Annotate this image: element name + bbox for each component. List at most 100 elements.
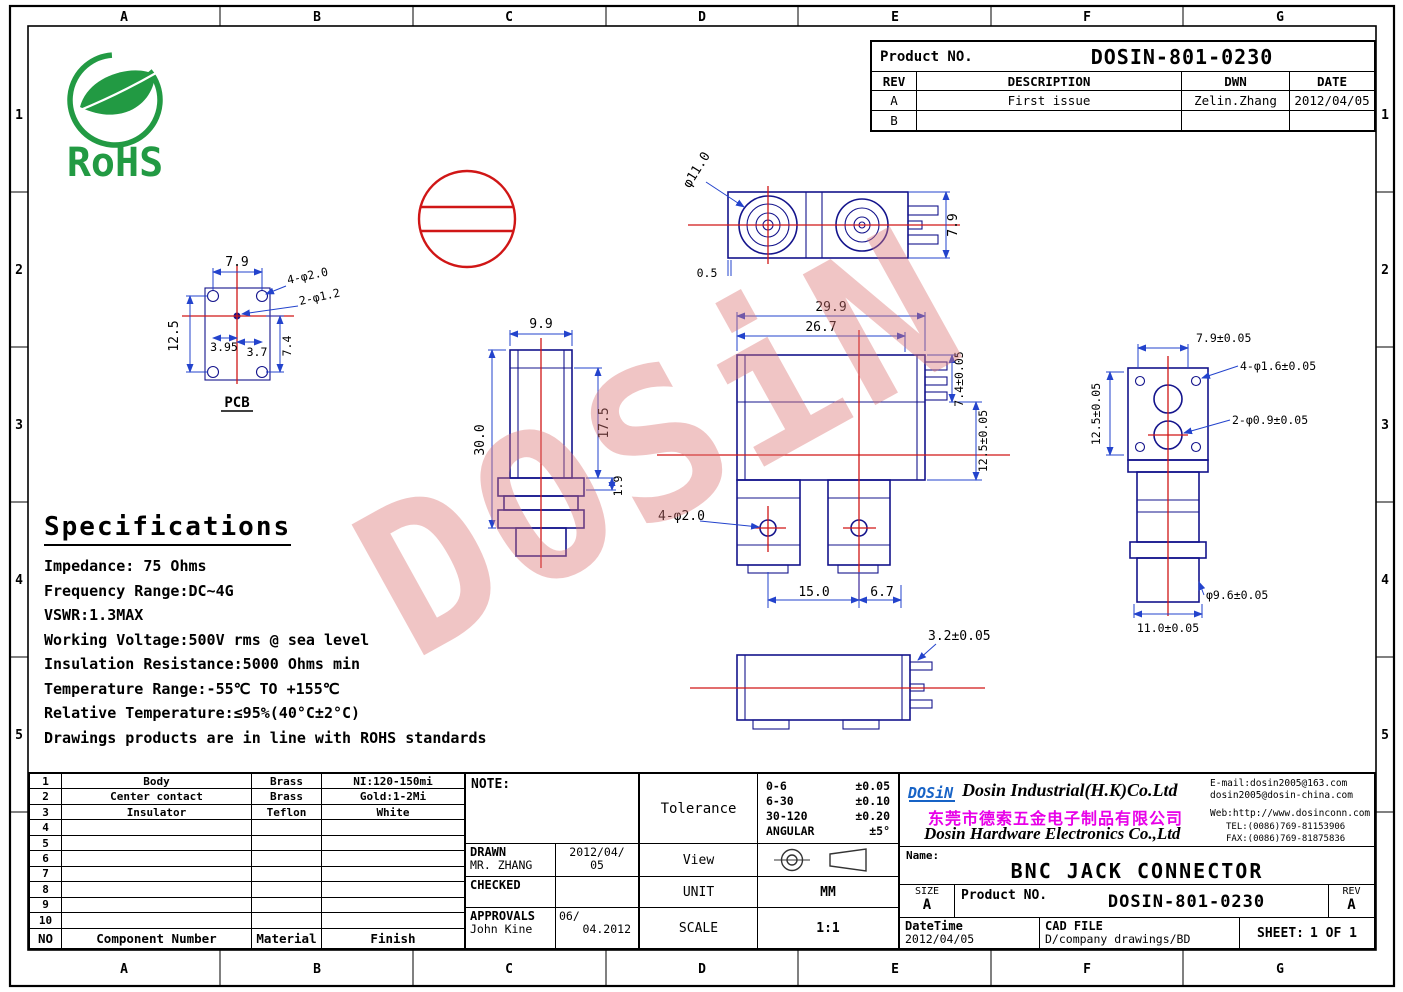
- dim-side-d: 6.7: [870, 585, 893, 600]
- dim-front-width: 9.9: [529, 317, 552, 332]
- grid-col-f-top: F: [1083, 10, 1091, 25]
- spec-vswr: VSWR:1.3MAX: [44, 606, 144, 624]
- bom-name: Center contact: [62, 789, 252, 804]
- tolerance-range: 30-120: [766, 809, 808, 823]
- bom-name: [62, 882, 252, 897]
- view-label: View: [640, 844, 758, 876]
- grid-row-1-left: 1: [15, 108, 23, 123]
- dim-side-width2: 26.7: [805, 320, 836, 335]
- drawn-date-1: 2012/04/: [569, 845, 625, 859]
- title-block: DOSiN Dosin Industrial(H.K)Co.Ltd E-mail…: [900, 772, 1376, 950]
- grid-row-5-right: 5: [1381, 728, 1389, 743]
- company-website: Web:http://www.dosinconn.com: [1210, 808, 1371, 819]
- company-tel: TEL:(0086)769-81153906: [1226, 822, 1346, 832]
- dim-bottom-thickness: 3.2±0.05: [928, 629, 991, 644]
- bom-material: [252, 897, 322, 913]
- bom-header-finish: Finish: [370, 930, 416, 946]
- size-label: SIZE: [914, 886, 940, 897]
- grid-labels: A B C D E F G A B C D E F G 1 2 3 4 5 1 …: [15, 10, 1389, 977]
- dim-side-hole: 4-φ2.0: [658, 509, 705, 524]
- bom-name: Insulator: [62, 804, 252, 820]
- grid-col-a-bottom: A: [120, 962, 128, 977]
- rev-label: REV: [1342, 886, 1361, 897]
- drawn-row: DRAWN MR. ZHANG 2012/04/ 05: [466, 844, 638, 877]
- size-value: A: [922, 897, 932, 913]
- table-row: 3 Insulator Teflon White: [30, 804, 464, 821]
- date-col-header: DATE: [1316, 73, 1348, 89]
- product-cell: Product NO. DOSIN-801-0230: [955, 885, 1328, 917]
- pcb-footprint-view: 7.9 4-φ2.0 2-φ1.2 12.5 3.95 3.7 7.4 PCB: [167, 255, 342, 412]
- tolerance-value: ±5°: [869, 824, 890, 838]
- bom-material: Brass: [252, 789, 322, 804]
- company-name-chinese: 东莞市德索五金电子制品有限公司: [928, 809, 1184, 828]
- rev-b-description: [917, 111, 1182, 130]
- grid-row-1-right: 1: [1381, 108, 1389, 123]
- rev-a-description: First issue: [917, 91, 1182, 110]
- dim-pcb-width: 7.9: [225, 255, 248, 270]
- tolerance-range: 6-30: [766, 794, 794, 808]
- checked-label: CHECKED: [470, 878, 521, 892]
- grid-row-3-left: 3: [15, 418, 23, 433]
- cad-file-cell: CAD FILE D/company drawings/BD: [1040, 918, 1240, 948]
- approvals-date-1: 06/: [559, 909, 580, 923]
- part-name-label: Name:: [906, 849, 940, 862]
- checked-value: [556, 877, 638, 907]
- table-row: 9: [30, 897, 464, 914]
- grid-row-5-left: 5: [15, 728, 23, 743]
- rev-cell: REV A: [1328, 885, 1374, 917]
- rev-b-date: [1290, 111, 1374, 130]
- bom-name: [62, 835, 252, 851]
- grid-col-b-top: B: [313, 10, 321, 25]
- bom-material: Teflon: [252, 804, 322, 820]
- bom-no: 5: [30, 835, 62, 851]
- rohs-label: RoHS: [67, 140, 163, 185]
- company-email-1: E-mail:dosin2005@163.com: [1210, 778, 1348, 789]
- rev-col-header: REV: [872, 72, 917, 90]
- table-row: 2 Center contact Brass Gold:1-2Mi: [30, 789, 464, 805]
- rev-b: B: [872, 111, 917, 130]
- table-row: 8: [30, 882, 464, 898]
- bom-name: [62, 820, 252, 835]
- bom-name: [62, 866, 252, 882]
- product-no-value: DOSIN-801-0230: [1090, 44, 1274, 69]
- grid-col-g-bottom: G: [1276, 962, 1284, 977]
- dim-rear-4holes: 4-φ1.6±0.05: [1240, 359, 1316, 373]
- dwn-col-header: DWN: [1182, 72, 1290, 90]
- rohs-leaf-vein: [77, 72, 157, 113]
- unit-value: MM: [820, 884, 836, 900]
- bom-material: [252, 882, 322, 897]
- bom-no: 4: [30, 820, 62, 835]
- dim-rear-bottom: 11.0±0.05: [1137, 621, 1199, 635]
- dim-pcb-height: 12.5: [167, 320, 182, 351]
- tolerance-row: 6-30 ±0.10: [766, 794, 890, 808]
- bom-no: 7: [30, 866, 62, 882]
- bom-no: 2: [30, 789, 62, 804]
- bom-material: [252, 835, 322, 851]
- grid-col-d-bottom: D: [698, 962, 706, 977]
- bom-material: Brass: [252, 774, 322, 789]
- dosin-logo-underline: [909, 800, 955, 802]
- dim-pcb-a: 3.95: [210, 340, 238, 354]
- drawn-label: DRAWN: [470, 845, 507, 859]
- bom-finish: [322, 851, 464, 865]
- approvals-label: APPROVALS: [470, 909, 536, 923]
- checked-row: CHECKED: [466, 877, 638, 908]
- bom-no: 3: [30, 804, 62, 820]
- tolerance-range: ANGULAR: [766, 824, 815, 838]
- specifications-title: Specifications: [44, 512, 292, 546]
- part-name-value: BNC JACK CONNECTOR: [1010, 859, 1264, 883]
- company-email-2: dosin2005@dosin-china.com: [1210, 790, 1353, 801]
- dim-top-height: 7.9: [946, 213, 961, 236]
- dim-rear-2holes: 2-φ0.9±0.05: [1232, 413, 1308, 427]
- table-row: 1 Body Brass NI:120-150mi: [30, 774, 464, 790]
- dim-pcb-2holes: 2-φ1.2: [298, 286, 342, 308]
- note-block: NOTE: DRAWN MR. ZHANG 2012/04/ 05 CHECKE…: [466, 772, 640, 950]
- rev-value: A: [1347, 897, 1356, 913]
- dim-side-c: 15.0: [798, 585, 829, 600]
- scale-label: SCALE: [640, 908, 758, 948]
- bom-finish: NI:120-150mi: [353, 774, 433, 788]
- sheet-cell: SHEET: 1 OF 1: [1240, 918, 1374, 948]
- product-no-label: Product NO.: [880, 48, 973, 65]
- dim-rear-height: 12.5±0.05: [1089, 383, 1103, 445]
